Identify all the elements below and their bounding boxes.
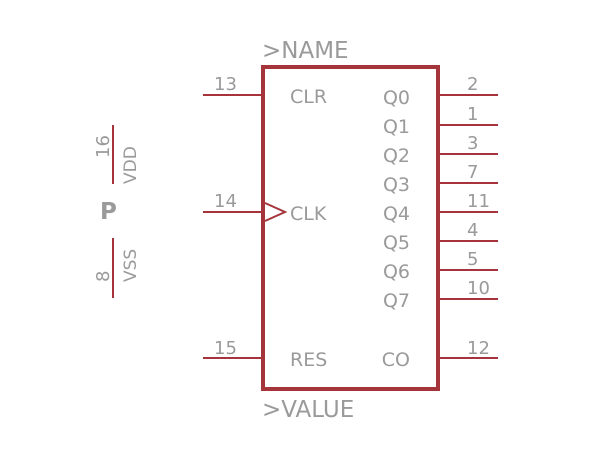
right-pin-name: Q2 — [383, 145, 410, 167]
right-pin-name: CO — [382, 349, 410, 371]
right-pin-name: Q1 — [383, 116, 410, 138]
right-pin-name: Q3 — [383, 174, 410, 196]
component-body — [261, 65, 440, 391]
value-label: >VALUE — [262, 397, 354, 423]
right-pin-number: 1 — [467, 104, 478, 125]
pin-number: 14 — [214, 191, 237, 212]
left-pin-clr: 13 CLR — [203, 74, 327, 108]
pin-name: VDD — [121, 146, 141, 184]
right-pin-number: 4 — [467, 220, 478, 241]
power-pin-vdd: 16 VDD — [93, 125, 141, 184]
right-pin-number: 5 — [467, 249, 478, 270]
pin-name: VSS — [121, 249, 141, 282]
pin-name: RES — [290, 349, 327, 371]
right-pin-number: 10 — [467, 278, 490, 299]
left-pin-res: 15 RES — [203, 338, 327, 371]
right-pin-number: 7 — [467, 162, 478, 183]
part-label: P — [100, 199, 117, 225]
right-pin-name: Q0 — [383, 87, 410, 109]
power-pin-vss: 8 VSS — [93, 238, 141, 298]
pin-number: 15 — [214, 338, 237, 359]
pin-name: CLR — [290, 86, 327, 108]
right-pin-number: 12 — [467, 338, 490, 359]
pin-number: 13 — [214, 74, 237, 95]
left-pin-clk: 14 CLK — [203, 191, 327, 225]
pin-number: 16 — [93, 135, 114, 158]
pin-name: CLK — [290, 203, 327, 225]
right-pin-number: 2 — [467, 74, 478, 95]
right-pin-name: Q6 — [383, 261, 410, 283]
pin-number: 8 — [93, 271, 114, 282]
name-label: >NAME — [262, 38, 349, 64]
right-pin-number: 11 — [467, 191, 490, 212]
right-pin-name: Q7 — [383, 290, 410, 312]
right-pin-name: Q5 — [383, 232, 410, 254]
clock-triangle-icon — [264, 202, 288, 222]
right-pin-name: Q4 — [383, 203, 410, 225]
right-pin-number: 3 — [467, 133, 478, 154]
